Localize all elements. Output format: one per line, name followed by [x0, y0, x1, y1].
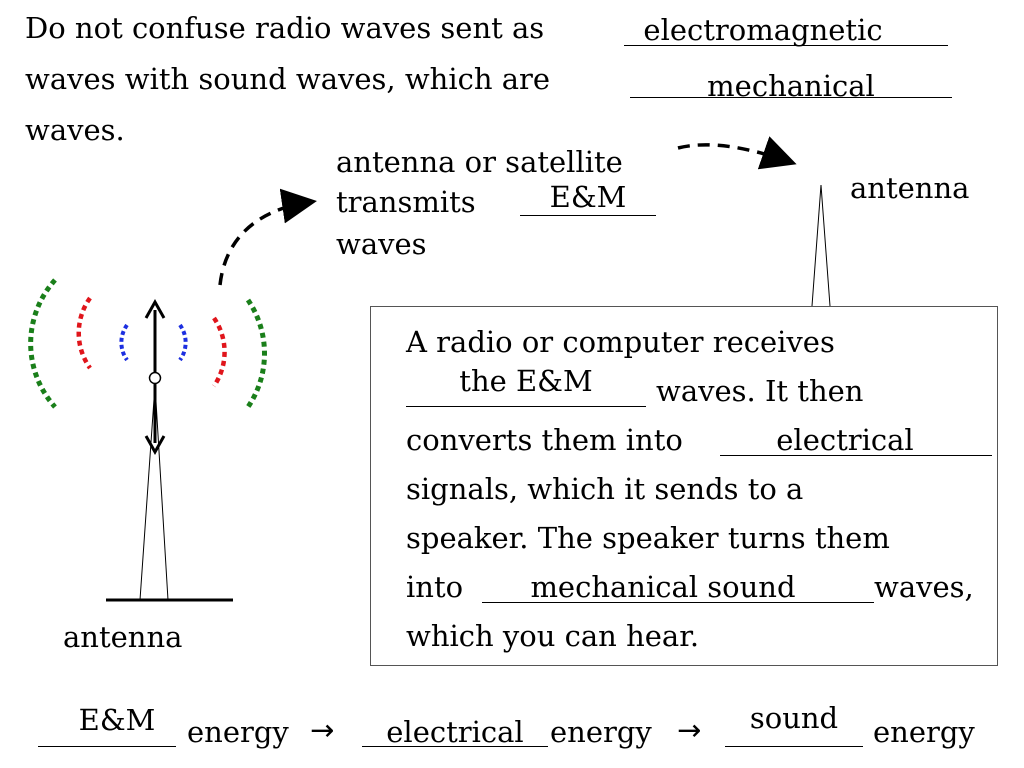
chain-blank-1-line [38, 746, 176, 747]
box-blank-2: electrical [776, 423, 914, 457]
transmit-line-2: transmits [336, 185, 476, 219]
chain-blank-3: sound [749, 701, 839, 735]
receiving-antenna-label: antenna [850, 171, 970, 205]
intro-blank-1-line [624, 45, 948, 46]
intro-line-1: Do not confuse radio waves sent as [25, 11, 545, 45]
intro-line-2: waves with sound waves, which are [25, 62, 551, 96]
box-blank-1: the E&M [459, 364, 593, 398]
tower-label: antenna [63, 620, 183, 654]
antenna-source-circle [148, 371, 162, 385]
intro-blank-1: electromagnetic [643, 13, 883, 47]
receive-arrow [677, 136, 797, 170]
transmit-line-3: waves [336, 227, 427, 261]
chain-arrow-1: → [310, 713, 335, 747]
receiving-antenna [811, 184, 831, 307]
transmit-line-1: antenna or satellite [336, 145, 623, 179]
chain-blank-2: electrical [386, 715, 524, 749]
intro-blank-2: mechanical [707, 69, 875, 103]
chain-blank-2-line [362, 746, 548, 747]
box-blank-3: mechanical sound [530, 570, 796, 604]
radio-waves [28, 278, 267, 409]
box-blank-3-line [482, 602, 874, 603]
intro-blank-2-line [630, 97, 952, 98]
chain-label-1: energy [187, 715, 289, 749]
receiver-explanation-box [370, 306, 998, 666]
box-line-4: signals, which it sends to a [406, 472, 804, 506]
box-line-6-end: waves, [874, 570, 974, 604]
box-blank-2-line [720, 455, 992, 456]
box-line-7: which you can hear. [406, 619, 700, 653]
transmit-blank: E&M [549, 180, 627, 214]
transmit-arrow [218, 188, 317, 286]
box-line-1: A radio or computer receives [406, 325, 835, 359]
box-blank-1-line [406, 406, 646, 407]
box-line-2: waves. It then [656, 374, 864, 408]
chain-blank-1: E&M [78, 703, 156, 737]
box-line-3: converts them into [406, 423, 683, 457]
box-line-5: speaker. The speaker turns them [406, 521, 890, 555]
intro-line-3: waves. [25, 113, 125, 147]
transmit-blank-line [520, 215, 656, 216]
chain-label-2: energy [550, 715, 652, 749]
chain-arrow-2: → [677, 713, 702, 747]
chain-label-3: energy [873, 715, 975, 749]
box-line-6-start: into [406, 570, 464, 604]
chain-blank-3-line [725, 746, 863, 747]
